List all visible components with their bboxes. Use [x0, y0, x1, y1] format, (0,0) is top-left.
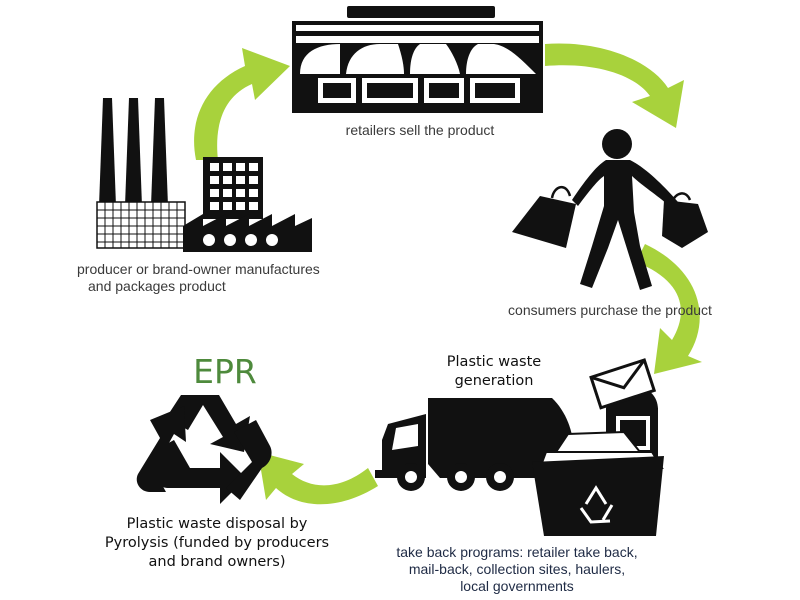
factory-icon [96, 98, 312, 252]
plastic-waste-label-line1: Plastic waste [446, 354, 542, 370]
disposal-label-line2: Pyrolysis (funded by producers [104, 535, 330, 551]
epr-title: EPR [193, 352, 257, 391]
recycle-icon [136, 395, 272, 504]
takeback-label-line3: local governments [460, 578, 574, 594]
disposal-label-line3: and brand owners) [148, 554, 286, 570]
arrow-retailer-to-consumer [545, 43, 684, 128]
arrow-consumer-to-takeback [636, 244, 702, 374]
shopper-icon [512, 129, 708, 290]
garbage-truck-icon [375, 398, 574, 491]
disposal-label-line1: Plastic waste disposal by [126, 516, 308, 532]
store-icon [292, 6, 543, 113]
bin-recycle-icon [579, 485, 614, 524]
takeback-label-line2: mail-back, collection sites, haulers, [408, 561, 626, 577]
retailers-label: retailers sell the product [345, 122, 495, 138]
producer-label-line2: and packages product [88, 278, 226, 294]
consumers-label: consumers purchase the product [508, 302, 712, 318]
arrow-takeback-to-disposal [258, 452, 378, 505]
arrow-producer-to-retailer [194, 48, 290, 160]
recycling-bin-icon [532, 430, 664, 536]
takeback-label-line1: take back programs: retailer take back, [396, 544, 638, 560]
producer-label-line1: producer or brand-owner manufactures [77, 261, 320, 277]
plastic-waste-label-line2: generation [454, 373, 534, 389]
